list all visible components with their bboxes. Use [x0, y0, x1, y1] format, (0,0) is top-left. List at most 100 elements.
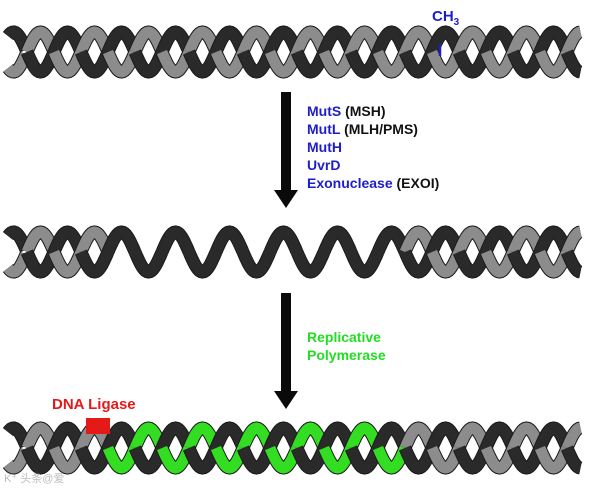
strand-lower	[21, 26, 60, 55]
strand-lower	[75, 226, 114, 255]
strand-upper	[480, 226, 519, 255]
strand-upper	[426, 422, 465, 451]
strand-lower	[183, 26, 222, 55]
strand-lower	[453, 422, 492, 451]
strand-lower	[480, 249, 519, 278]
strand-upper	[210, 422, 249, 451]
strand-upper	[480, 26, 519, 55]
strand-upper	[399, 249, 438, 278]
strand-lower	[534, 445, 573, 474]
dna-ligase-label: DNA Ligase	[52, 396, 136, 413]
arrow-step-2	[274, 293, 298, 409]
strand-lower	[129, 422, 168, 451]
strand-upper	[3, 26, 32, 52]
strand-lower	[21, 226, 60, 255]
strand-lower	[399, 26, 438, 55]
strand-lower	[534, 249, 573, 278]
strand-lower	[237, 422, 276, 451]
strand-lower	[291, 26, 330, 55]
strand-upper	[75, 249, 114, 278]
strand-upper	[129, 249, 168, 278]
helix-strands	[2, 25, 583, 79]
strand-upper	[318, 26, 357, 55]
strand-lower	[345, 422, 384, 451]
strand-lower	[372, 49, 411, 78]
strand-lower	[183, 422, 222, 451]
strand-lower	[291, 422, 330, 451]
strand-lower	[345, 26, 384, 55]
strand-lower	[156, 445, 195, 474]
strand-upper	[264, 226, 303, 255]
strand-upper	[399, 49, 438, 78]
strand-lower	[426, 249, 465, 278]
strand-lower	[75, 26, 114, 55]
strand-lower	[264, 49, 303, 78]
strand-lower	[48, 249, 87, 278]
watermark: K⁺ 头条@爱	[4, 473, 65, 485]
strand-upper	[372, 422, 411, 451]
strand-upper	[264, 26, 303, 55]
strand-lower	[156, 49, 195, 78]
enzyme-uvrd: UvrD	[307, 157, 341, 173]
strand-upper	[237, 249, 276, 278]
strand-lower	[534, 49, 573, 78]
arrow-step-1	[274, 92, 298, 208]
strand-lower	[129, 26, 168, 55]
enzyme-exonuclease: Exonuclease (EXOI)	[307, 175, 440, 191]
strand-lower	[210, 49, 249, 78]
strand-lower	[453, 226, 492, 255]
strand-upper	[3, 422, 32, 448]
strand-upper	[372, 26, 411, 55]
strand-lower	[210, 445, 249, 474]
methyl-label: CH3	[432, 8, 460, 28]
strand-upper	[345, 49, 384, 78]
strand-lower	[372, 445, 411, 474]
dna-helix-repaired	[2, 418, 583, 475]
strand-upper	[237, 49, 276, 78]
strand-upper	[372, 226, 411, 255]
strand-lower	[102, 49, 141, 78]
strand-upper	[75, 49, 114, 78]
dna-helix-excised	[2, 225, 583, 279]
strand-lower	[480, 49, 519, 78]
strand-upper	[561, 49, 582, 78]
strand-upper	[561, 249, 582, 278]
strand-lower	[48, 49, 87, 78]
strand-upper	[507, 49, 546, 78]
strand-upper	[75, 445, 114, 474]
strand-lower	[399, 422, 438, 451]
strand-lower	[318, 445, 357, 474]
strand-lower	[318, 49, 357, 78]
strand-upper	[291, 445, 330, 474]
strand-lower	[102, 445, 141, 474]
strand-upper	[210, 26, 249, 55]
strand-upper	[237, 445, 276, 474]
strand-upper	[291, 249, 330, 278]
strand-upper	[534, 422, 573, 451]
strand-upper	[21, 249, 60, 278]
helix-strands	[2, 225, 583, 279]
strand-upper	[453, 249, 492, 278]
strand-upper	[318, 422, 357, 451]
strand-upper	[102, 226, 141, 255]
strand-upper	[345, 249, 384, 278]
strand-upper	[183, 445, 222, 474]
strand-lower	[507, 226, 546, 255]
strand-upper	[21, 445, 60, 474]
strand-lower	[3, 448, 32, 474]
enzyme-mutl: MutL (MLH/PMS)	[307, 121, 418, 137]
strand-upper	[48, 226, 87, 255]
strand-lower	[561, 26, 582, 55]
strand-upper	[291, 49, 330, 78]
strand-upper	[507, 445, 546, 474]
strand-lower	[561, 422, 582, 451]
strand-upper	[453, 49, 492, 78]
strand-lower	[426, 49, 465, 78]
strand-upper	[156, 422, 195, 451]
strand-upper	[210, 226, 249, 255]
strand-lower	[3, 252, 32, 278]
strand-upper	[156, 226, 195, 255]
strand-lower	[507, 422, 546, 451]
dna-helix-intact	[2, 25, 583, 79]
strand-upper	[102, 422, 141, 451]
